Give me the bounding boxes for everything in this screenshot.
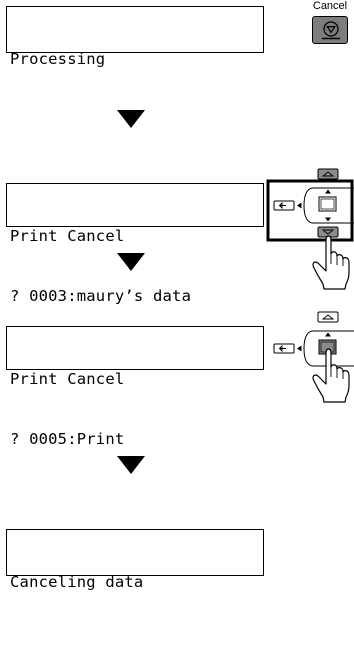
left-arrow-icon xyxy=(297,345,302,352)
lcd-line-1: Print Cancel xyxy=(10,370,125,388)
lcd-line-1: Canceling data xyxy=(10,573,144,591)
lcd-display-print-cancel-2: Print Cancel ? 0005:Print xyxy=(6,326,264,448)
down-arrow-icon xyxy=(117,110,145,128)
ok-key-button[interactable] xyxy=(318,196,337,212)
control-panel-ok-press xyxy=(273,311,354,403)
lcd-line-2 xyxy=(10,632,263,652)
lcd-display-processing: Processing xyxy=(6,6,264,68)
pointing-hand-icon xyxy=(312,235,350,290)
up-key-button[interactable] xyxy=(317,311,339,323)
lcd-line-2: ? 0003:maury’s data xyxy=(10,287,192,305)
down-arrow-icon xyxy=(325,217,331,222)
left-arrow-icon xyxy=(297,202,302,209)
cancel-key-label: Cancel xyxy=(312,0,348,12)
up-key-button[interactable] xyxy=(317,168,339,180)
up-arrow-icon xyxy=(325,189,331,194)
up-arrow-icon xyxy=(325,332,331,337)
down-arrow-icon xyxy=(117,253,145,271)
cancel-icon xyxy=(322,21,340,40)
left-key-button[interactable] xyxy=(273,200,295,211)
control-panel-down-press xyxy=(266,168,354,290)
down-arrow-icon xyxy=(117,456,145,474)
lcd-line-2: ? 0005:Print xyxy=(10,430,125,448)
lcd-line-1: Print Cancel xyxy=(10,227,125,245)
pointing-hand-icon xyxy=(312,348,350,403)
lcd-display-canceling: Canceling data xyxy=(6,529,264,591)
left-key-button[interactable] xyxy=(273,343,295,354)
cancel-button[interactable] xyxy=(312,16,348,44)
lcd-line-1: Processing xyxy=(10,50,106,68)
lcd-display-print-cancel-1: Print Cancel ? 0003:maury’s data xyxy=(6,183,264,305)
